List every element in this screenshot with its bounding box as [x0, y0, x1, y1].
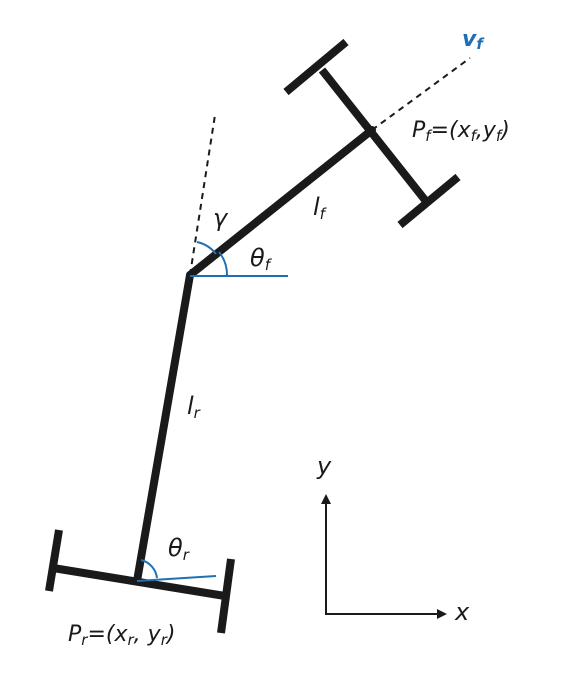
front-heading-dashed-line [371, 57, 471, 131]
theta-front-arc [218, 251, 229, 277]
theta-rear-label: θr [168, 534, 190, 564]
axis-x-label: x [454, 598, 470, 626]
rear-wheel-right [217, 558, 235, 634]
front-wheel-upper [283, 38, 349, 96]
gamma-arc [196, 241, 217, 255]
velocity-label: vf [462, 27, 485, 53]
rear-point-label: Pr=(xr, yr) [68, 622, 175, 649]
theta-rear-arc [140, 559, 158, 579]
front-length-label: lf [313, 193, 328, 223]
gamma-label: γ [213, 204, 229, 232]
front-wheel-lower [397, 173, 461, 229]
front-point-label: Pf=(xf,yf) [412, 118, 510, 145]
axis-y-label: y [316, 452, 332, 480]
front-axle-beam [318, 67, 429, 203]
rear-length-label: lr [187, 392, 201, 422]
rear-reference-line [136, 575, 217, 582]
joint-extension-dashed-line [189, 114, 216, 276]
front-link [186, 126, 376, 279]
theta-front-label: θf [250, 244, 273, 274]
rear-wheel-left [45, 529, 63, 592]
rear-link [133, 271, 194, 585]
